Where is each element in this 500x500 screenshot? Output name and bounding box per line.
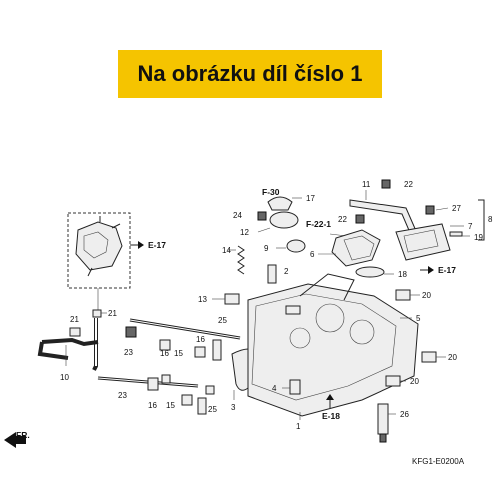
bolt-22a <box>381 179 391 189</box>
part-number-banner: Na obrázku díl číslo 1 <box>118 50 382 98</box>
washers-nuts-group: 16 15 16 25 16 15 25 <box>147 316 227 415</box>
nut-16b <box>194 346 206 358</box>
callout-11: 11 <box>362 180 371 189</box>
callout-22b: 22 <box>338 215 347 224</box>
reed-valve <box>395 223 451 261</box>
callout-17: 17 <box>306 194 315 203</box>
callout-7: 7 <box>468 222 473 231</box>
callout-18: 18 <box>398 270 407 279</box>
clamp-17 <box>267 196 293 211</box>
thermostat-9 <box>286 239 306 253</box>
callout-16a: 16 <box>160 349 169 358</box>
spark-plug-26: E-18 26 <box>322 394 409 443</box>
head-body <box>247 283 419 417</box>
callout-23b: 23 <box>118 391 127 400</box>
callout-1: 1 <box>296 422 301 431</box>
callout-10: 10 <box>60 373 69 382</box>
manifold <box>331 229 381 267</box>
callout-8: 8 <box>488 215 493 224</box>
callout-20b: 20 <box>448 353 457 362</box>
carburetor-dashed-box <box>67 212 131 289</box>
carburetor-group: E-17 21 <box>67 212 166 318</box>
tube-10-group: 21 10 <box>37 315 99 382</box>
bracket-8 <box>478 199 485 241</box>
clip-21 <box>92 309 102 318</box>
carburetor <box>75 221 123 271</box>
bolt-27 <box>425 205 435 215</box>
nut-16c <box>147 377 159 391</box>
studs-23-group: 23 23 <box>97 318 241 400</box>
callout-26: 26 <box>400 410 409 419</box>
fr-label: FR. <box>16 430 30 440</box>
ref-f30: F-30 <box>262 187 280 197</box>
o-ring-18 <box>355 266 385 278</box>
callout-12: 12 <box>240 228 249 237</box>
ref-e18: E-18 <box>322 411 340 421</box>
callout-6: 6 <box>310 250 315 259</box>
bolt-22b <box>355 214 365 224</box>
stud-2: 2 <box>267 264 289 284</box>
callout-24: 24 <box>233 211 242 220</box>
cap-20a <box>395 289 411 301</box>
ref-e17-intake: E-17 <box>438 265 456 275</box>
thermostat-housing: F-30 17 12 24 9 <box>233 187 315 253</box>
bolt-24 <box>257 211 267 221</box>
ref-e17-carb: E-17 <box>148 240 166 250</box>
callout-16b: 16 <box>196 335 205 344</box>
intake-port <box>299 273 355 301</box>
callout-9: 9 <box>264 244 269 253</box>
callout-3: 3 <box>231 403 236 412</box>
stud <box>267 264 277 284</box>
callout-5: 5 <box>416 314 421 323</box>
callout-22a: 22 <box>404 180 413 189</box>
callout-20a: 20 <box>422 291 431 300</box>
callout-4: 4 <box>272 384 277 393</box>
sensor-13: 13 <box>198 293 240 305</box>
banner-text: Na obrázku díl číslo 1 <box>137 61 363 86</box>
drawing-code: KFG1-E0200A <box>412 457 465 466</box>
pin <box>289 379 301 395</box>
fr-arrow-icon <box>4 432 26 448</box>
callout-2: 2 <box>284 267 289 276</box>
callout-20c: 20 <box>410 377 419 386</box>
callout-16c: 16 <box>148 401 157 410</box>
stud-25 <box>212 339 222 361</box>
spring-14: 14 <box>222 245 245 275</box>
clip-21a <box>69 327 81 337</box>
callout-15b: 15 <box>166 401 175 410</box>
nut-23a <box>125 326 137 338</box>
intake-manifold-6: 6 18 <box>310 229 407 279</box>
front-direction-indicator: FR. <box>4 430 30 448</box>
callout-25a: 25 <box>218 316 227 325</box>
cylinder-head-1: 1 5 <box>247 273 421 431</box>
callout-19: 19 <box>474 233 483 242</box>
callout-15a: 15 <box>174 349 183 358</box>
nut-16a <box>159 339 171 351</box>
ref-f221: F-22-1 <box>306 219 331 229</box>
cap-20c <box>385 375 401 387</box>
cover-12 <box>269 211 299 229</box>
callout-27: 27 <box>452 204 461 213</box>
callout-21a: 21 <box>70 315 79 324</box>
screw-19 <box>449 231 463 237</box>
spark-plug <box>377 403 389 435</box>
callout-13: 13 <box>198 295 207 304</box>
caps-20: 20 20 20 <box>385 289 457 387</box>
cap-20b <box>421 351 437 363</box>
dowel-pin-4: 4 <box>272 379 301 395</box>
reed-valve-7: 27 7 19 8 E-17 <box>395 199 493 275</box>
sensor <box>224 293 240 305</box>
spring <box>237 245 245 275</box>
callout-23a: 23 <box>124 348 133 357</box>
callout-14: 14 <box>222 246 231 255</box>
callout-21b: 21 <box>108 309 117 318</box>
callout-25b: 25 <box>208 405 217 414</box>
